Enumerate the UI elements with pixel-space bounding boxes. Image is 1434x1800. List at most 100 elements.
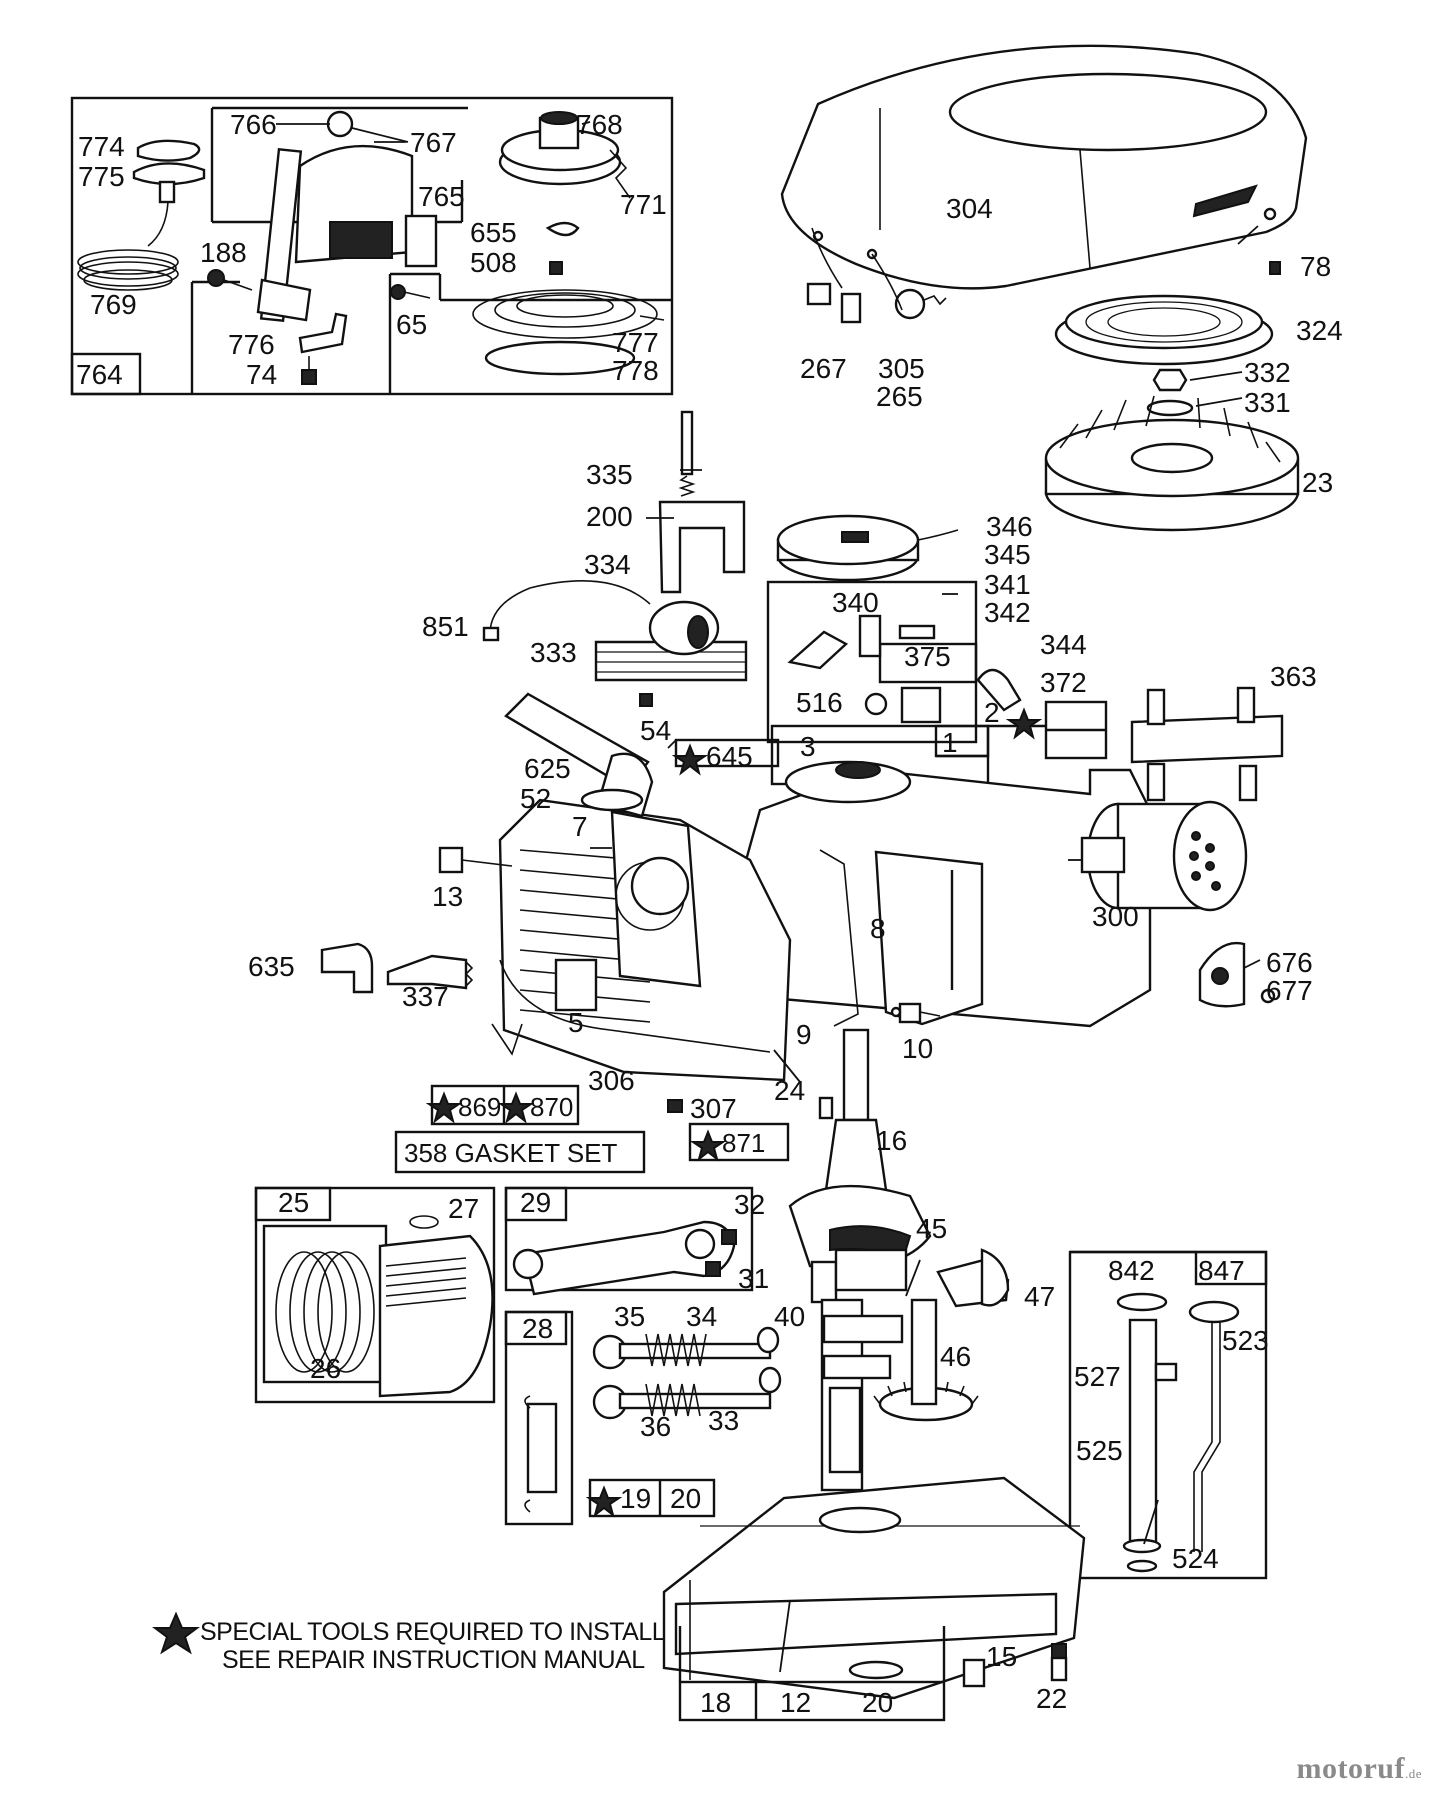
part-label: 9	[796, 1019, 812, 1050]
star-icon	[425, 1091, 463, 1124]
part-label: 774	[78, 131, 125, 162]
part-label: 74	[246, 359, 277, 390]
part-label: 341	[984, 569, 1031, 600]
part-label: 346	[986, 511, 1033, 542]
piston-inset	[254, 1186, 496, 1404]
part-label: 333	[530, 637, 577, 668]
part-label: 188	[200, 237, 247, 268]
part-label: 635	[248, 951, 295, 982]
part-label: 20	[862, 1687, 893, 1718]
part-label: 851	[422, 611, 469, 642]
part-label: 5	[568, 1007, 584, 1038]
part-label: 765	[418, 181, 465, 212]
part-label: 40	[774, 1301, 805, 1332]
part-label: 847	[1198, 1255, 1245, 1286]
part-label: 676	[1266, 947, 1313, 978]
sump-base	[588, 1476, 1086, 1722]
part-label: 32	[734, 1189, 765, 1220]
part-label: 267	[800, 353, 847, 384]
part-label: 1	[942, 727, 958, 758]
part-label: 47	[1024, 1281, 1055, 1312]
part-label: 307	[690, 1093, 737, 1124]
part-label: 324	[1296, 315, 1343, 346]
watermark-brand: motoruf	[1296, 1752, 1405, 1785]
part-label: 46	[940, 1341, 971, 1372]
part-label: 842	[1108, 1255, 1155, 1286]
part-label: 372	[1040, 667, 1087, 698]
part-label: 777	[612, 327, 659, 358]
part-label: 776	[228, 329, 275, 360]
part-label: 508	[470, 247, 517, 278]
part-label: 26	[310, 1353, 341, 1384]
part-label: 13	[432, 881, 463, 912]
part-label: 764	[76, 359, 123, 390]
part-label: 767	[410, 127, 457, 158]
part-label: 525	[1076, 1435, 1123, 1466]
crankshaft	[788, 1028, 1010, 1492]
part-label: 766	[230, 109, 277, 140]
part-label: 2	[984, 697, 1000, 728]
part-label: 306	[588, 1065, 635, 1096]
part-label: 22	[1036, 1683, 1067, 1714]
part-label: 10	[902, 1033, 933, 1064]
star-icon	[585, 1485, 623, 1518]
part-label: 524	[1172, 1543, 1219, 1574]
star-icon	[152, 1611, 200, 1655]
part-label: 677	[1266, 975, 1313, 1006]
part-label: 34	[686, 1301, 717, 1332]
part-label: 769	[90, 289, 137, 320]
part-label: 870	[530, 1092, 573, 1122]
part-label: 54	[640, 715, 671, 746]
ignition-area	[482, 410, 1022, 744]
part-label: 342	[984, 597, 1031, 628]
star-icon	[671, 743, 709, 776]
part-label: 35	[614, 1301, 645, 1332]
part-label: 18	[700, 1687, 731, 1718]
cylinder-block	[320, 692, 1152, 1113]
part-label: 523	[1222, 1325, 1269, 1356]
part-label: 869	[458, 1092, 501, 1122]
part-label: 332	[1244, 357, 1291, 388]
leader-lines	[276, 121, 1261, 1673]
part-label: 12	[780, 1687, 811, 1718]
part-label: 655	[470, 217, 517, 248]
gasket-set-label: 358 GASKET SET	[404, 1138, 618, 1168]
flywheel-assembly	[1044, 261, 1300, 532]
watermark: motoruf.de	[1296, 1752, 1422, 1786]
star-markers	[152, 707, 1043, 1655]
part-label: 331	[1244, 387, 1291, 418]
part-label: 516	[796, 687, 843, 718]
part-label: 78	[1300, 251, 1331, 282]
part-label: 625	[524, 753, 571, 784]
part-label: 36	[640, 1411, 671, 1442]
part-label: 340	[832, 587, 879, 618]
part-label: 300	[1092, 901, 1139, 932]
part-label: 16	[876, 1125, 907, 1156]
part-label: 33	[708, 1405, 739, 1436]
part-label: 871	[722, 1128, 765, 1158]
part-label: 345	[984, 539, 1031, 570]
part-label: 771	[620, 189, 667, 220]
part-label: 778	[612, 355, 659, 386]
part-label: 15	[986, 1641, 1017, 1672]
star-icon	[1005, 707, 1043, 740]
rewind-starter-inset	[70, 96, 674, 396]
part-label: 65	[396, 309, 427, 340]
part-label: 27	[448, 1193, 479, 1224]
part-label: 29	[520, 1187, 551, 1218]
part-label: 775	[78, 161, 125, 192]
part-label: 335	[586, 459, 633, 490]
part-label: 23	[1302, 467, 1333, 498]
part-label: 8	[870, 913, 886, 944]
part-label: 337	[402, 981, 449, 1012]
part-label: 20	[670, 1483, 701, 1514]
repair-manual-note: SEE REPAIR INSTRUCTION MANUAL	[222, 1646, 645, 1674]
part-label: 28	[522, 1313, 553, 1344]
star-icon	[689, 1129, 727, 1162]
part-label: 52	[520, 783, 551, 814]
part-label: 363	[1270, 661, 1317, 692]
connecting-rod-inset	[504, 1186, 754, 1296]
muffler-and-bracket	[1080, 686, 1284, 1008]
valve-assembly	[504, 1310, 782, 1526]
